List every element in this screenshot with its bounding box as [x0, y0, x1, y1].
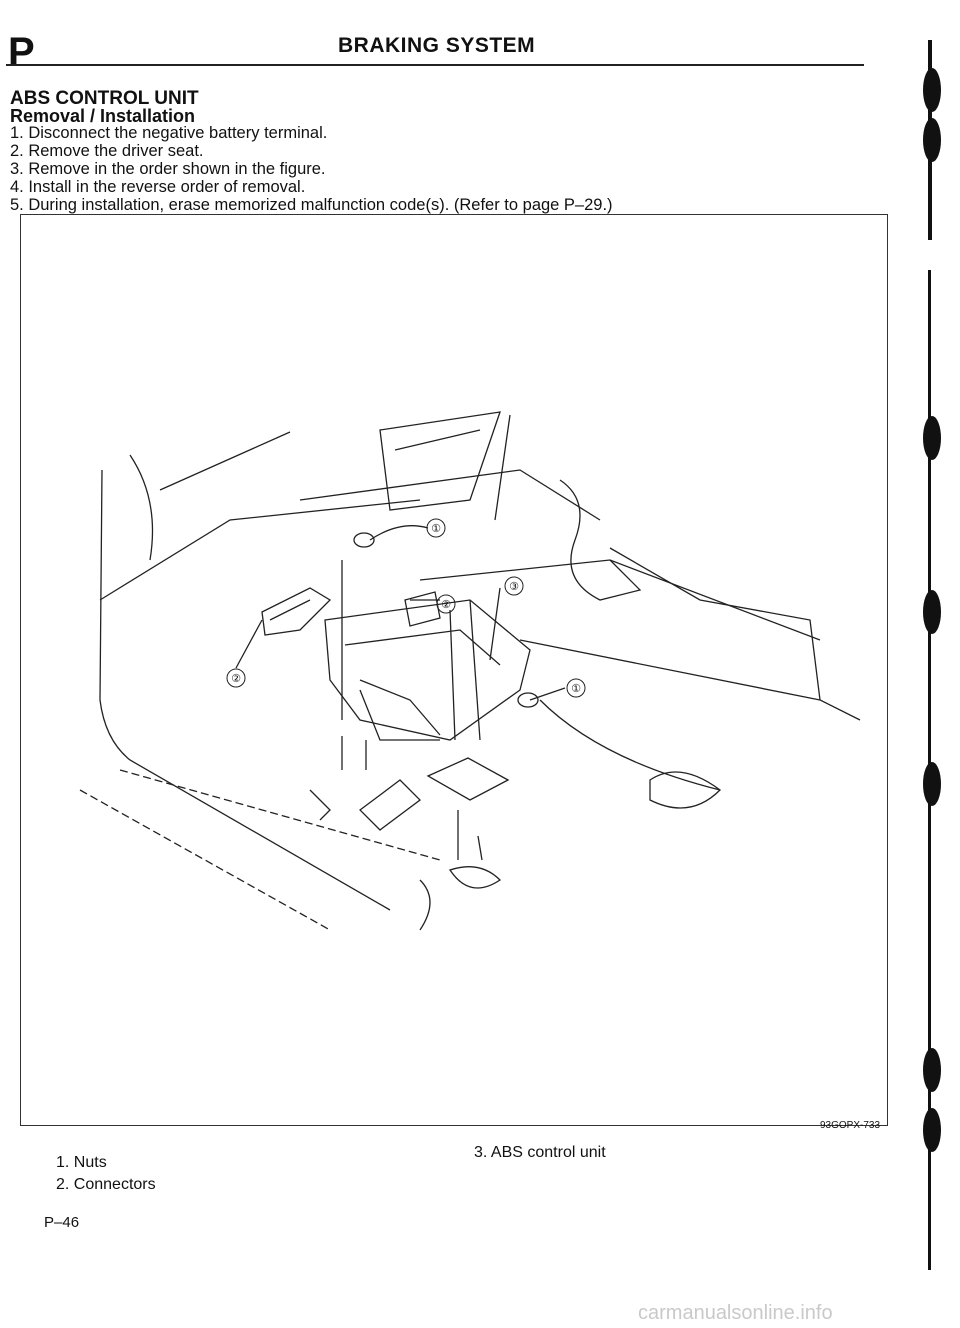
- legend-item: 3. ABS control unit: [474, 1144, 606, 1161]
- step-item: 4. Install in the reverse order of remov…: [10, 178, 306, 196]
- page-header-title: BRAKING SYSTEM: [338, 34, 536, 57]
- procedure-steps: 1. Disconnect the negative battery termi…: [10, 124, 613, 214]
- binding-marks: [923, 40, 941, 1270]
- callout-1-right: ①: [571, 682, 581, 695]
- step-item: 1. Disconnect the negative battery termi…: [10, 124, 328, 142]
- page-number: P–46: [44, 1214, 80, 1231]
- callout-1-top: ①: [431, 522, 441, 535]
- step-item: 2. Remove the driver seat.: [10, 142, 204, 160]
- callout-2-left: ②: [231, 672, 241, 685]
- callout-3: ③: [509, 580, 519, 593]
- header-rule: [6, 64, 864, 66]
- callout-2-top: ②: [441, 598, 451, 611]
- procedure-subheading: Removal / Installation: [10, 106, 196, 126]
- section-letter: P: [8, 30, 35, 74]
- step-item: 3. Remove in the order shown in the figu…: [10, 160, 326, 178]
- legend-item: 1. Nuts: [56, 1154, 107, 1171]
- watermark: carmanualsonline.info: [638, 1302, 833, 1324]
- figure-frame: [20, 214, 888, 1126]
- figure-code: 93GOPX-733: [820, 1120, 881, 1131]
- section-heading: ABS CONTROL UNIT: [10, 88, 199, 109]
- step-item: 5. During installation, erase memorized …: [10, 196, 613, 214]
- legend-left: 1. Nuts 2. Connectors: [56, 1152, 156, 1196]
- legend-item: 2. Connectors: [56, 1176, 156, 1193]
